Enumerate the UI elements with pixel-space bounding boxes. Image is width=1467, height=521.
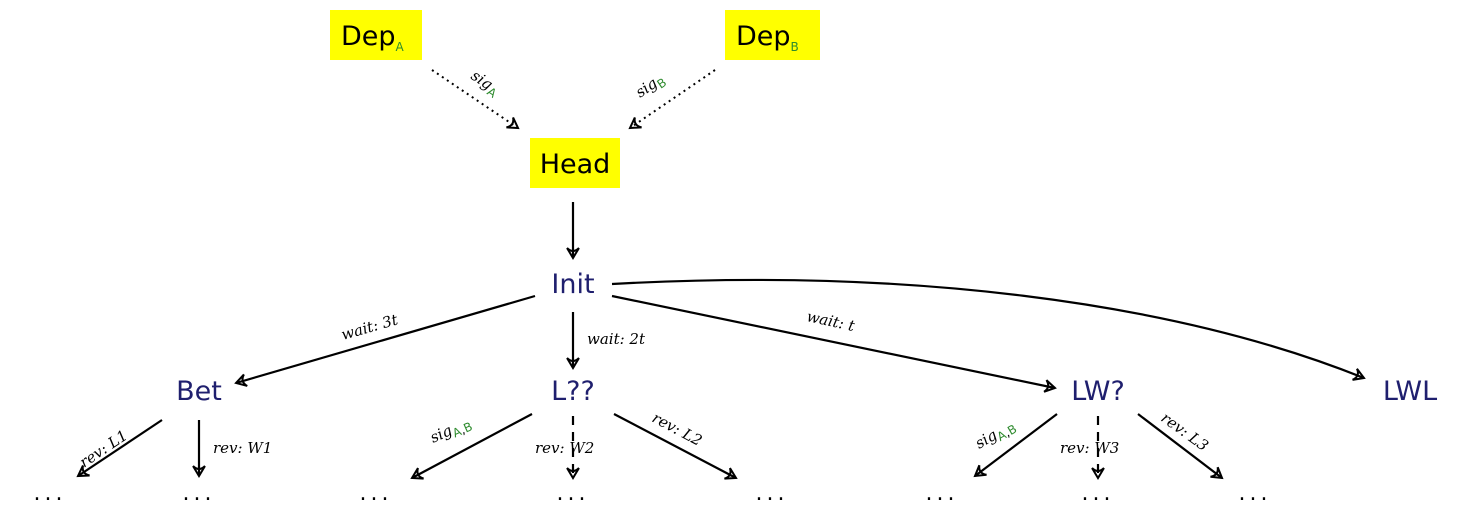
lqq-sig-text: sig xyxy=(427,421,455,446)
init-node: Init xyxy=(551,269,594,300)
leaf-ellipsis-6: ... xyxy=(926,481,959,506)
dep-b-label: Dep xyxy=(736,21,791,52)
lqq-sig-edge xyxy=(410,413,533,480)
sig-a-edge-label: sigA xyxy=(466,66,504,101)
rev-l1-label: rev: L1 xyxy=(76,426,131,471)
lw-node: LW? xyxy=(1071,376,1125,407)
sig-b-edge-label: sigB xyxy=(632,69,669,103)
rev-l2-label: rev: L2 xyxy=(649,409,705,450)
svg-text:DepA: DepA xyxy=(341,21,405,54)
rev-w3-label: rev: W3 xyxy=(1060,439,1119,457)
dep-a-subscript: A xyxy=(396,40,405,54)
rev-l3-label: rev: L3 xyxy=(1158,409,1212,455)
lqq-l2-edge xyxy=(613,413,738,480)
dep-b-node: DepB xyxy=(725,10,820,60)
lqq-sig-label: sigA,B xyxy=(427,413,474,449)
leaf-ellipsis-1: ... xyxy=(34,481,67,506)
init-to-lw-edge xyxy=(611,294,1057,393)
rev-w2-label: rev: W2 xyxy=(535,439,594,457)
leaf-ellipsis-3: ... xyxy=(360,481,393,506)
lqq-sig-subscript-sep: , xyxy=(458,423,467,437)
lw-l3-edge xyxy=(1137,413,1224,480)
head-box xyxy=(530,138,620,188)
lw-sig-subscript-sep: , xyxy=(1002,426,1012,440)
svg-text:DepB: DepB xyxy=(736,21,799,54)
leaf-ellipsis-8: ... xyxy=(1239,481,1272,506)
lw-sig-edge xyxy=(973,413,1058,478)
init-to-lwl-edge xyxy=(611,278,1366,381)
rev-w1-label: rev: W1 xyxy=(213,439,272,457)
leaf-ellipsis-4: ... xyxy=(557,481,590,506)
bet-node: Bet xyxy=(176,376,222,407)
init-to-bet-edge xyxy=(234,294,536,387)
sig-b-edge xyxy=(628,69,716,130)
wait-2t-label: wait: 2t xyxy=(587,330,646,348)
dep-b-subscript: B xyxy=(791,40,799,54)
dep-a-label: Dep xyxy=(341,21,396,52)
head-node: Head xyxy=(530,138,620,188)
leaf-ellipsis-5: ... xyxy=(756,481,789,506)
dep-a-box xyxy=(330,10,422,60)
lw-sig-text: sig xyxy=(972,426,1000,453)
bet-to-l1-edge xyxy=(76,419,163,478)
wait-t-label: wait: t xyxy=(805,307,857,335)
dep-b-box xyxy=(725,10,820,60)
lqq-node: L?? xyxy=(551,376,595,407)
head-label: Head xyxy=(540,149,611,180)
leaf-ellipsis-7: ... xyxy=(1082,481,1115,506)
dep-a-node: DepA xyxy=(330,10,422,60)
leaf-ellipsis-2: ... xyxy=(183,481,216,506)
lwl-node: LWL xyxy=(1383,376,1437,407)
